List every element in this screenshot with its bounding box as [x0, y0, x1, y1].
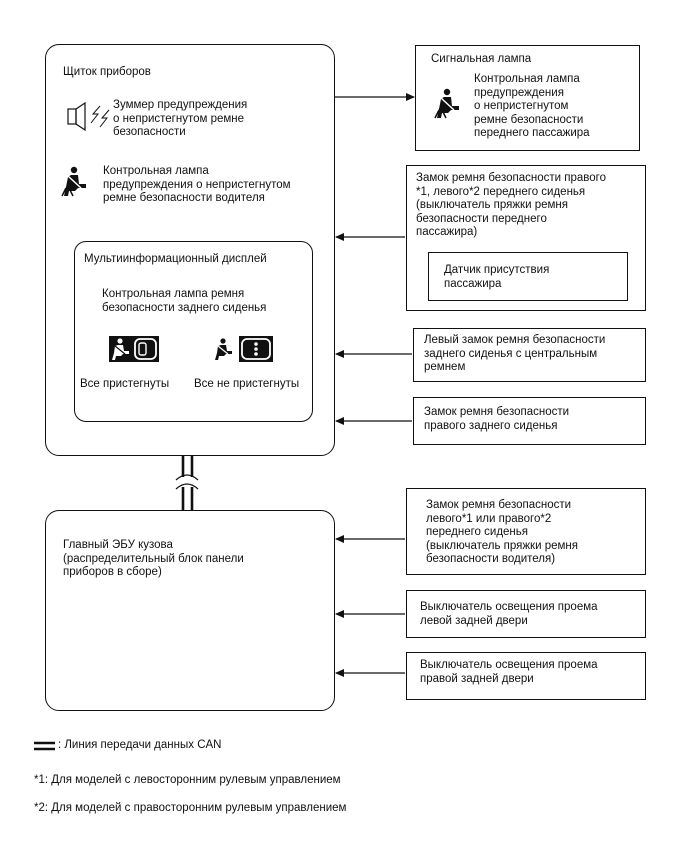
body-ecu-box	[45, 510, 335, 711]
passenger-sensor-label: Датчик присутствия пассажира	[444, 264, 550, 290]
right-door-switch-label: Выключатель освещения проема правой задн…	[420, 659, 598, 685]
mid-title: Мультиинформационный дисплей	[84, 253, 267, 265]
state-unfastened-label: Все не пристегнуты	[194, 378, 300, 390]
mid-box	[74, 241, 313, 422]
rear-left-buckle-label: Левый замок ремня безопасности заднего с…	[424, 334, 606, 373]
rear-seatbelt-fastened-icon	[109, 336, 159, 362]
can-legend-symbol	[34, 741, 55, 751]
driver-buckle-box	[406, 488, 646, 575]
signal-lamp-title: Сигнальная лампа	[431, 53, 532, 65]
body-ecu-label: Главный ЭБУ кузова (распределительный бл…	[63, 539, 244, 578]
left-door-switch-box	[406, 590, 646, 638]
buzzer-icon	[67, 102, 110, 132]
state-fastened-label: Все пристегнуты	[80, 378, 170, 390]
left-door-switch-label: Выключатель освещения проема левой задне…	[420, 601, 598, 627]
right-door-switch-box	[406, 652, 646, 700]
driver-buckle-label: Замок ремня безопасности левого*1 или пр…	[426, 499, 578, 565]
rear-seatbelt-unfastened-icon	[215, 336, 273, 362]
passenger-buckle-label: Замок ремня безопасности правого *1, лев…	[416, 172, 606, 238]
meter-title: Щиток приборов	[63, 66, 151, 78]
legend-can: : Линия передачи данных CAN	[58, 739, 222, 751]
can-bus-line	[175, 455, 199, 511]
signal-lamp-label: Контрольная лампа предупреждения о непри…	[474, 73, 590, 139]
signal-lamp-box	[415, 45, 640, 151]
rear-left-buckle-box	[413, 328, 646, 382]
rear-right-buckle-box	[413, 397, 646, 445]
passenger-seatbelt-icon	[434, 88, 459, 119]
rear-lamp-label: Контрольная лампа ремня безопасности зад…	[102, 288, 267, 314]
footnote-2: *2: Для моделей с правосторонним рулевым…	[34, 802, 347, 814]
driver-lamp-label: Контрольная лампа предупреждения о непри…	[103, 165, 291, 204]
buzzer-label: Зуммер предупреждения о непристегнутом р…	[113, 99, 248, 138]
passenger-sensor-box	[428, 252, 628, 301]
rear-right-buckle-label: Замок ремня безопасности правого заднего…	[424, 406, 570, 432]
footnote-1: *1: Для моделей с левосторонним рулевым …	[34, 774, 341, 786]
driver-seatbelt-icon	[61, 166, 86, 197]
